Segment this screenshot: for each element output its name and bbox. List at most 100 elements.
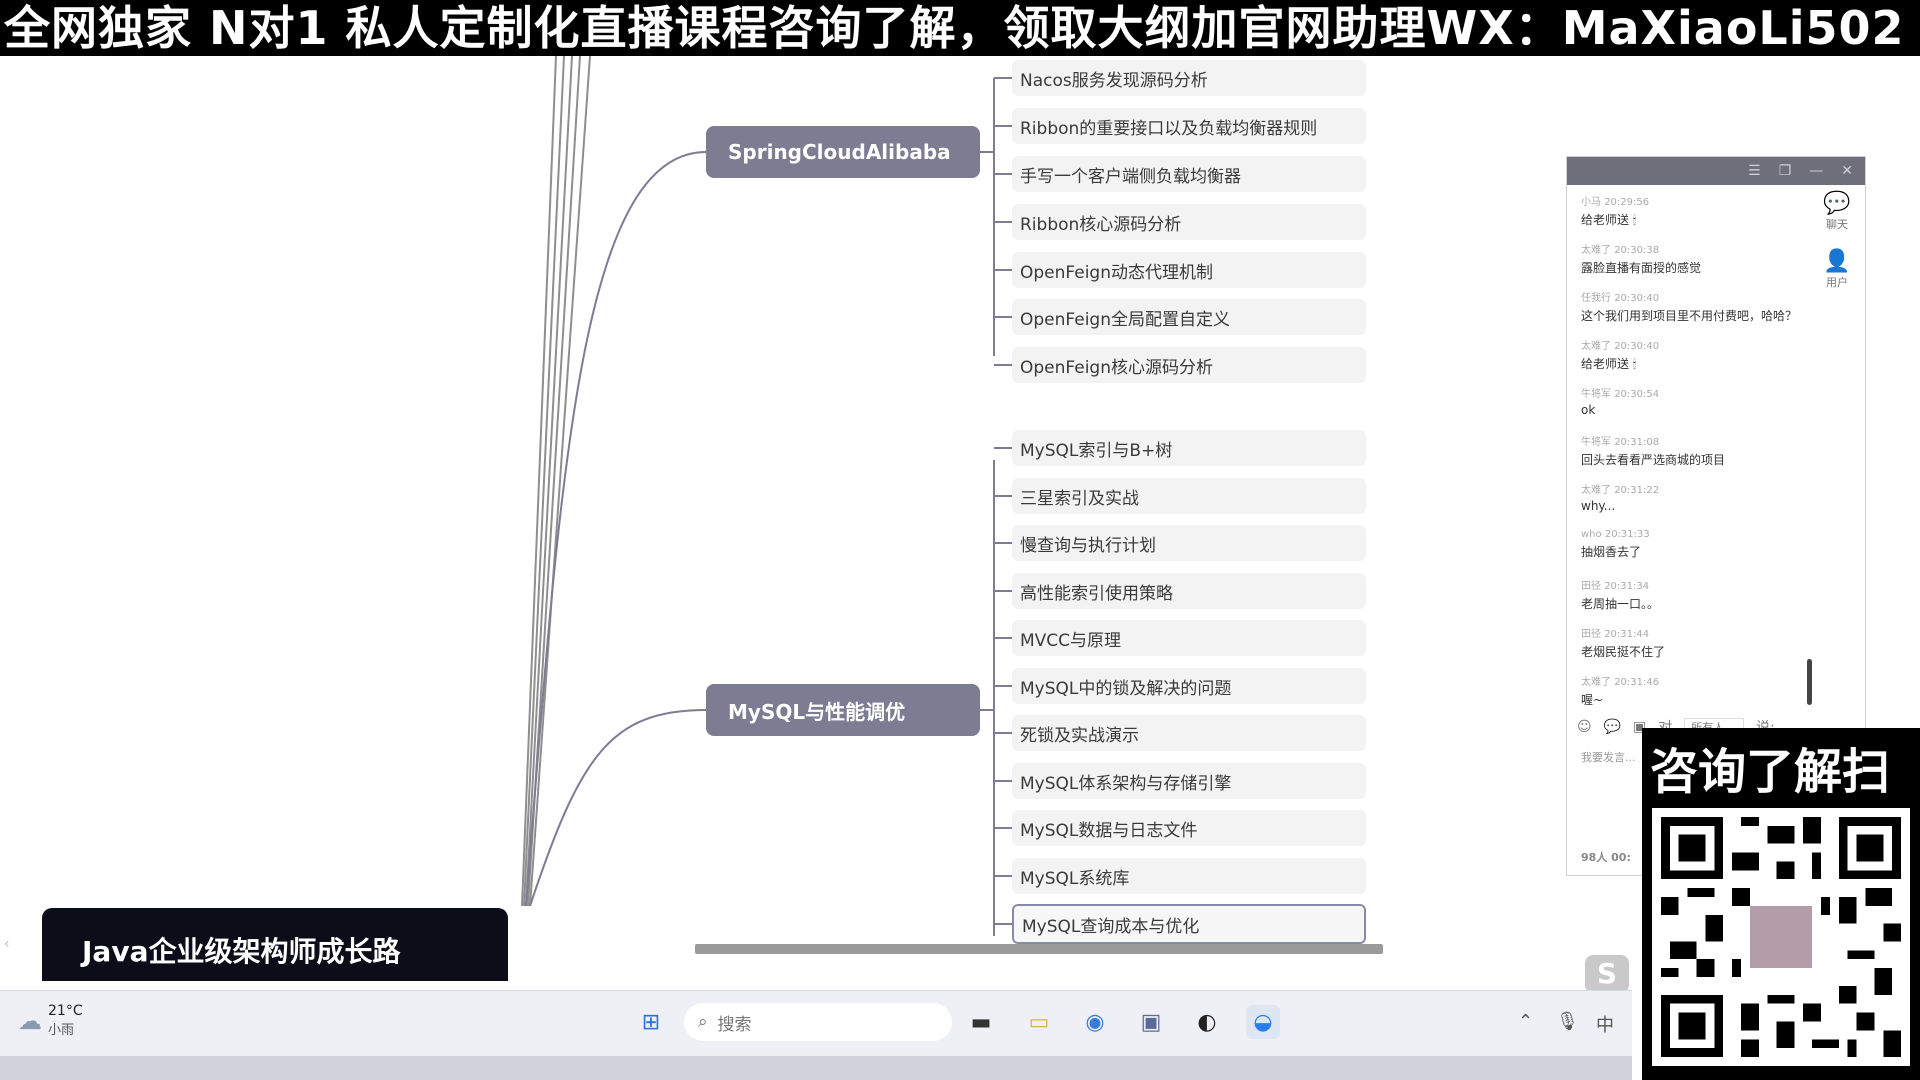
msg-user: 牛将军 [1581, 389, 1611, 400]
leaf-handwrite-lb[interactable]: 手写一个客户端侧负载均衡器 [1012, 156, 1366, 192]
root-node-label: Java企业级架构师成长路 [82, 935, 401, 968]
leaf-openfeign-source[interactable]: OpenFeign核心源码分析 [1012, 347, 1366, 383]
msg-user: 牛将军 [1581, 437, 1611, 448]
leaf-openfeign-config[interactable]: OpenFeign全局配置自定义 [1012, 299, 1366, 335]
leaf-slow-query[interactable]: 慢查询与执行计划 [1012, 525, 1366, 561]
leaf-index-strategy[interactable]: 高性能索引使用策略 [1012, 573, 1366, 609]
taskbar-search[interactable]: ⌕ 搜索 [684, 1003, 952, 1041]
msg-user: 太难了 [1581, 677, 1611, 688]
leaf-openfeign-proxy[interactable]: OpenFeign动态代理机制 [1012, 252, 1366, 288]
chat-bubble-icon: 💬 [1823, 191, 1851, 216]
leaf-ribbon-source[interactable]: Ribbon核心源码分析 [1012, 204, 1366, 240]
root-node-card[interactable]: Java企业级架构师成长路 [42, 908, 508, 981]
msg-time: 20:30:38 [1614, 245, 1660, 256]
leaf-mysql-query-cost[interactable]: MySQL查询成本与优化 [1012, 904, 1366, 944]
leaf-label: Nacos服务发现源码分析 [1020, 70, 1208, 91]
ime-indicator[interactable]: 中 [1596, 1015, 1614, 1036]
folder-icon[interactable]: ▭ [1028, 1009, 1050, 1035]
msg-user: 田径 [1581, 581, 1601, 592]
chevron-up-icon[interactable]: ⌃ [1518, 1011, 1534, 1032]
msg-time: 20:31:46 [1614, 677, 1660, 688]
chat-scrollbar[interactable] [1807, 659, 1812, 705]
scroll-left-icon[interactable]: ‹ [4, 936, 10, 952]
msg-time: 20:31:34 [1604, 581, 1650, 592]
leaf-mysql-system-db[interactable]: MySQL系统库 [1012, 858, 1366, 894]
user-icon: 👤 [1823, 249, 1851, 274]
microphone-icon[interactable]: 🎙 [1556, 1011, 1579, 1032]
msg-time: 20:30:40 [1614, 293, 1660, 304]
restore-icon[interactable]: ❐ [1778, 163, 1792, 179]
mindmap-connectors [521, 56, 1012, 936]
comment-icon[interactable]: 💬 [1603, 719, 1622, 735]
windows-taskbar: ☁ 21°C 小雨 ⊞ ⌕ 搜索 ▬ ▭ ◉ ▣ ◐ ◒ ⌃ 🎙 中 [0, 990, 1632, 1057]
leaf-label: Ribbon核心源码分析 [1020, 214, 1182, 235]
leaf-mysql-locks[interactable]: MySQL中的锁及解决的问题 [1012, 668, 1366, 704]
leaf-mysql-architecture[interactable]: MySQL体系架构与存储引擎 [1012, 763, 1366, 799]
leaf-label: MySQL索引与B+树 [1020, 440, 1173, 461]
sogou-ime-icon[interactable]: S [1585, 955, 1629, 993]
windows-start-icon[interactable]: ⊞ [641, 1009, 661, 1035]
msg-text: 抽烟香去了 [1581, 545, 1642, 559]
bottom-strip [0, 1056, 1632, 1080]
leaf-label: OpenFeign核心源码分析 [1020, 357, 1214, 378]
qr-promo-overlay: 咨询了解扫 [1642, 728, 1920, 1080]
msg-time: 20:31:22 [1614, 485, 1660, 496]
msg-time: 20:30:54 [1614, 389, 1660, 400]
msg-text: 露脸直播有面授的感觉 [1581, 261, 1702, 275]
msg-user: who [1581, 529, 1602, 540]
obs-icon[interactable]: ◐ [1197, 1009, 1217, 1035]
tab-users-label: 用户 [1826, 276, 1848, 289]
emoji-icon[interactable]: ☺ [1577, 719, 1592, 735]
msg-text: 老烟民挺不住了 [1581, 645, 1666, 659]
leaf-deadlock[interactable]: 死锁及实战演示 [1012, 715, 1366, 751]
leaf-mysql-index[interactable]: MySQL索引与B+树 [1012, 430, 1366, 466]
chrome-icon[interactable]: ◉ [1085, 1009, 1105, 1035]
close-icon[interactable]: ✕ [1841, 163, 1853, 179]
msg-text: 这个我们用到项目里不用付费吧，哈哈？ [1581, 309, 1798, 323]
msg-user: 田径 [1581, 629, 1601, 640]
node-label: MySQL与性能调优 [728, 699, 906, 724]
minimize-icon[interactable]: — [1809, 163, 1824, 179]
leaf-nacos-discovery[interactable]: Nacos服务发现源码分析 [1012, 60, 1366, 96]
tab-chat[interactable]: 💬 聊天 [1819, 191, 1855, 232]
leaf-label: MySQL查询成本与优化 [1022, 916, 1200, 937]
cloud-rain-icon: ☁ [18, 1006, 42, 1035]
msg-text: why... [1581, 499, 1616, 513]
chat-message: 太难了 20:31:22 why... [1581, 481, 1811, 529]
leaf-mysql-logs[interactable]: MySQL数据与日志文件 [1012, 810, 1366, 846]
chat-message: who 20:31:33 抽烟香去了 [1581, 529, 1811, 577]
msg-text: 回头去看看严选商城的项目 [1581, 453, 1726, 467]
leaf-label: MySQL数据与日志文件 [1020, 820, 1198, 841]
chat-input-placeholder: 我要发言... [1581, 751, 1636, 764]
leaf-label: MySQL中的锁及解决的问题 [1020, 678, 1232, 699]
terminal-icon[interactable]: ▬ [970, 1009, 992, 1035]
chat-input[interactable]: 我要发言... [1581, 749, 1636, 765]
qr-code-icon [1652, 808, 1910, 1066]
node-mysql-tuning[interactable]: MySQL与性能调优 [706, 684, 980, 736]
leaf-three-star-index[interactable]: 三星索引及实战 [1012, 478, 1366, 514]
leaf-label: 手写一个客户端侧负载均衡器 [1020, 166, 1241, 187]
msg-user: 太难了 [1581, 485, 1611, 496]
msg-time: 20:31:08 [1614, 437, 1660, 448]
search-placeholder: 搜索 [717, 1014, 752, 1035]
leaf-label: 三星索引及实战 [1020, 488, 1139, 509]
msg-time: 20:31:33 [1604, 529, 1650, 540]
tab-users[interactable]: 👤 用户 [1819, 249, 1855, 290]
leaf-mvcc[interactable]: MVCC与原理 [1012, 620, 1366, 656]
menu-icon[interactable]: ☰ [1748, 163, 1761, 179]
msg-user: 任我行 [1581, 293, 1611, 304]
leaf-ribbon-interfaces[interactable]: Ribbon的重要接口以及负载均衡器规则 [1012, 108, 1366, 144]
node-springcloudalibaba[interactable]: SpringCloudAlibaba [706, 126, 980, 178]
msg-text: 老周抽一口。。 [1581, 597, 1660, 611]
banner-text: 全网独家 N对1 私人定制化直播课程咨询了解，领取大纲加官网助理WX：MaXia… [4, 1, 1905, 55]
idea-icon[interactable]: ▣ [1140, 1009, 1162, 1035]
msg-text: 喔~ [1581, 693, 1604, 707]
leaf-label: Ribbon的重要接口以及负载均衡器规则 [1020, 118, 1318, 139]
horizontal-scrollbar[interactable] [695, 944, 1383, 954]
promo-banner: 全网独家 N对1 私人定制化直播课程咨询了解，领取大纲加官网助理WX：MaXia… [0, 0, 1920, 56]
xmind-icon[interactable]: ◒ [1246, 1005, 1280, 1039]
weather-widget[interactable]: ☁ 21°C 小雨 [18, 1003, 83, 1038]
